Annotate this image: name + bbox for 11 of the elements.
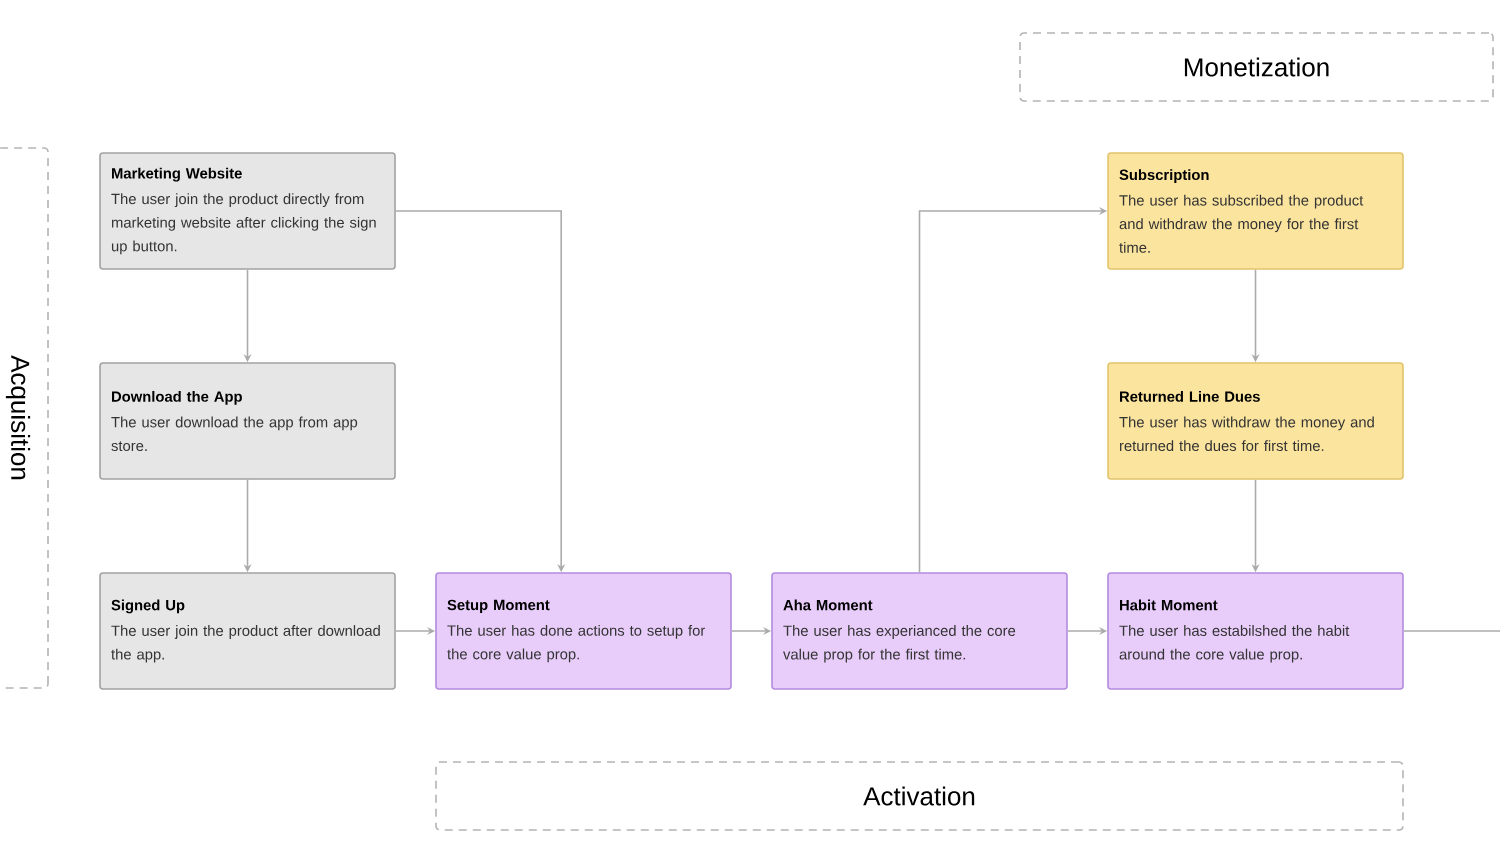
stage-box: Monetization bbox=[1019, 32, 1494, 102]
step-box: Returned Line Dues The user has withdraw the money and returned the dues for first time. bbox=[1107, 362, 1404, 480]
step-box: Subscription The user has subscribed the product and withdraw the money for the first time. bbox=[1107, 152, 1404, 270]
stage-box: Activation bbox=[435, 761, 1404, 831]
step-box: Aha Moment The user has experianced the core value prop for the first time. bbox=[771, 572, 1068, 690]
step-box: Download the App The user download the app from app store. bbox=[99, 362, 396, 480]
step-box: Habit Moment The user has estabilshed the habit around the core value prop. bbox=[1107, 572, 1404, 690]
step-box: Setup Moment The user has done actions to setup for the core value prop. bbox=[435, 572, 732, 690]
step-box: Marketing Website The user join the product directly from marketing website after clicking the sign up button. bbox=[99, 152, 396, 270]
step-box: Signed Up The user join the product after download the app. bbox=[99, 572, 396, 690]
stage-box: Acquisition bbox=[0, 147, 49, 689]
